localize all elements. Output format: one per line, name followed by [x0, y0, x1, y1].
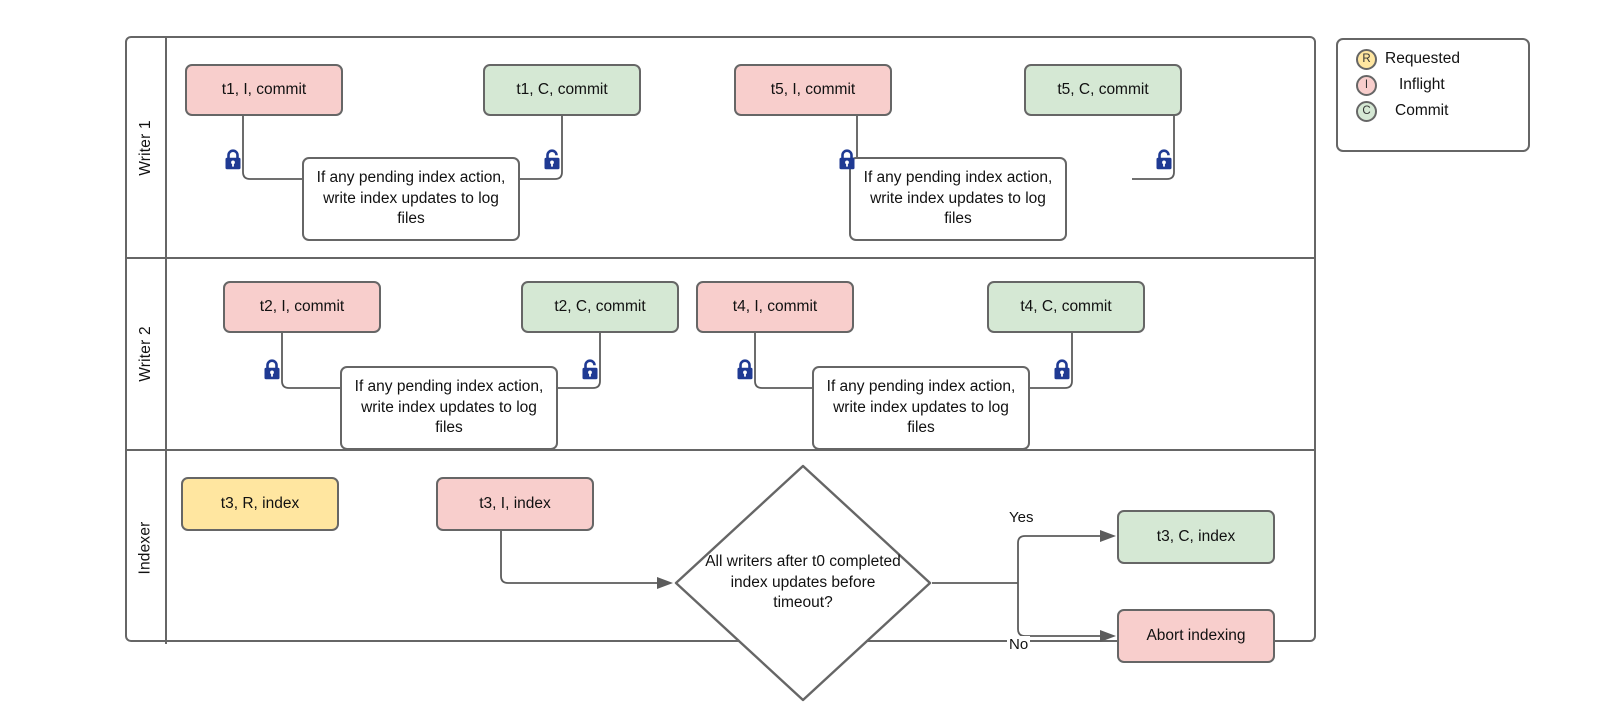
- lane-label: Writer 1: [137, 119, 155, 176]
- badge-letter: C: [1362, 105, 1371, 117]
- node-w1-process-1[interactable]: If any pending index action, write index…: [302, 157, 520, 241]
- legend-item-requested: R Requested: [1338, 46, 1528, 72]
- lock-closed-icon: [1052, 359, 1072, 381]
- node-w2-t4-inflight[interactable]: t4, I, commit: [696, 281, 854, 333]
- lane-writer-2: Writer 2 t2, I, commit If any: [127, 257, 1314, 450]
- node-w1-t5-inflight[interactable]: t5, I, commit: [734, 64, 892, 116]
- node-ix-decision[interactable]: All writers after t0 completed index upd…: [673, 463, 933, 703]
- legend-item-commit: C Commit: [1338, 98, 1528, 124]
- node-label: t1, I, commit: [221, 80, 307, 98]
- inflight-badge-icon: I: [1356, 74, 1377, 96]
- badge-letter: I: [1364, 79, 1369, 91]
- legend-label: Requested: [1385, 50, 1460, 67]
- node-w2-t2-inflight[interactable]: t2, I, commit: [223, 281, 381, 333]
- node-w2-t2-commit[interactable]: t2, C, commit: [521, 281, 679, 333]
- lane-header-writer-2: Writer 2: [127, 259, 167, 449]
- node-label: t3, R, index: [220, 494, 300, 512]
- node-label: Abort indexing: [1146, 626, 1246, 644]
- legend-panel: R Requested I Inflight C Commit: [1336, 38, 1530, 152]
- node-ix-t3-inflight[interactable]: t3, I, index: [436, 477, 594, 531]
- lane-indexer: Indexer t3, R, index: [127, 449, 1314, 702]
- edge-label-text: Yes: [1009, 509, 1034, 526]
- commit-badge-icon: C: [1356, 100, 1377, 122]
- lock-open-icon: [1154, 149, 1174, 171]
- edge-label-text: No: [1009, 636, 1029, 653]
- decision-label: All writers after t0 completed index upd…: [705, 553, 901, 612]
- node-ix-t3-commit[interactable]: t3, C, index: [1117, 510, 1275, 564]
- node-ix-t3-requested[interactable]: t3, R, index: [181, 477, 339, 531]
- node-label: If any pending index action, write index…: [863, 169, 1053, 228]
- legend-item-inflight: I Inflight: [1338, 72, 1528, 98]
- lock-open-icon: [580, 359, 600, 381]
- lane-header-indexer: Indexer: [127, 451, 167, 644]
- node-label: t3, C, index: [1156, 527, 1236, 545]
- edge-label-no: No: [1007, 636, 1031, 653]
- lane-label: Writer 2: [137, 326, 155, 382]
- lane-body-indexer: t3, R, index t3, I, index All writers af…: [167, 451, 1314, 702]
- node-w1-t1-inflight[interactable]: t1, I, commit: [185, 64, 343, 116]
- legend-label: Commit: [1395, 102, 1449, 119]
- node-label: t4, C, commit: [1020, 297, 1112, 315]
- lock-closed-icon: [262, 359, 282, 381]
- legend-label: Inflight: [1399, 76, 1445, 93]
- edge-label-yes: Yes: [1007, 509, 1036, 526]
- node-w1-t1-commit[interactable]: t1, C, commit: [483, 64, 641, 116]
- lock-open-icon: [542, 149, 562, 171]
- node-label: t3, I, index: [479, 494, 551, 512]
- lane-body-writer-2: t2, I, commit If any pending index actio…: [167, 259, 1314, 450]
- lane-body-writer-1: t1, I, commit If any pending index actio…: [167, 38, 1314, 257]
- badge-letter: R: [1362, 53, 1371, 65]
- node-ix-abort[interactable]: Abort indexing: [1117, 609, 1275, 663]
- node-label: t4, I, commit: [732, 297, 818, 315]
- node-label: t5, C, commit: [1057, 80, 1149, 98]
- lock-closed-icon: [223, 149, 243, 171]
- node-w2-process-2[interactable]: If any pending index action, write index…: [812, 366, 1030, 450]
- node-label: t1, C, commit: [516, 80, 608, 98]
- node-label: t2, C, commit: [554, 297, 646, 315]
- lane-header-writer-1: Writer 1: [127, 38, 167, 257]
- node-label: t5, I, commit: [770, 80, 856, 98]
- node-label: If any pending index action, write index…: [316, 169, 506, 228]
- node-w2-t4-commit[interactable]: t4, C, commit: [987, 281, 1145, 333]
- node-label: If any pending index action, write index…: [354, 378, 544, 437]
- node-label: t2, I, commit: [259, 297, 345, 315]
- node-label: If any pending index action, write index…: [826, 378, 1016, 437]
- requested-badge-icon: R: [1356, 48, 1377, 70]
- node-w1-process-2[interactable]: If any pending index action, write index…: [849, 157, 1067, 241]
- swimlane-pool: Writer 1 t1, I,: [125, 36, 1316, 702]
- node-w1-t5-commit[interactable]: t5, C, commit: [1024, 64, 1182, 116]
- lane-label: Indexer: [137, 520, 155, 575]
- lock-closed-icon: [837, 149, 857, 171]
- lock-closed-icon: [735, 359, 755, 381]
- node-w2-process-1[interactable]: If any pending index action, write index…: [340, 366, 558, 450]
- lane-writer-1: Writer 1 t1, I,: [127, 38, 1314, 257]
